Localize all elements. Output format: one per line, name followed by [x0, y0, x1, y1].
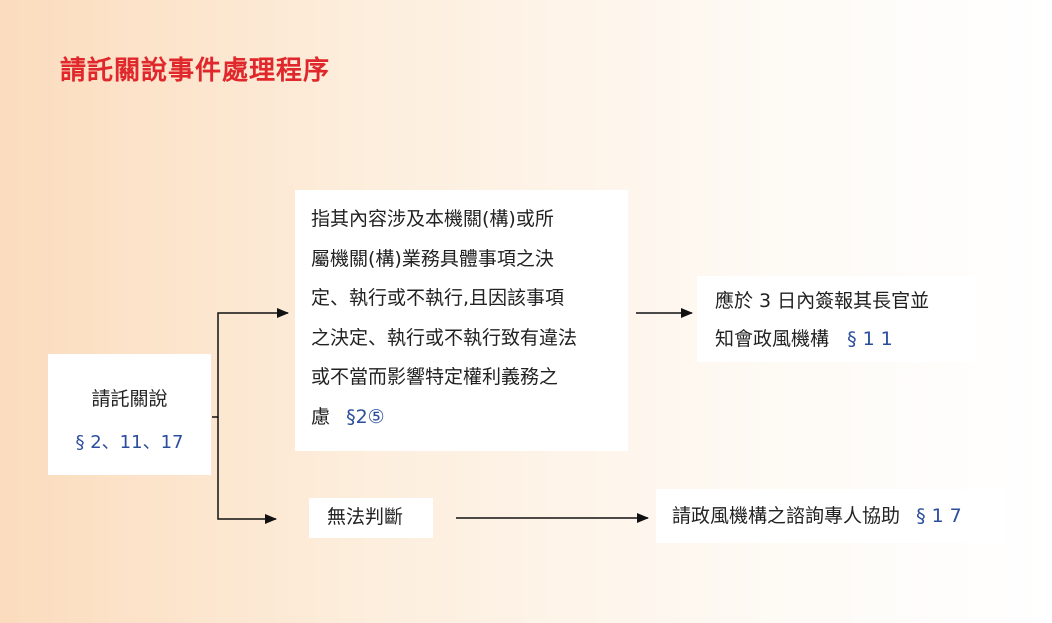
- connector-request-to-undecidable: [217, 417, 277, 524]
- definition-line-4: 之決定、執行或不執行致有違法: [311, 326, 578, 349]
- page-title: 請託關說事件處理程序: [60, 56, 331, 86]
- definition-line-2: 屬機關(構)業務具體事項之決: [311, 247, 554, 270]
- definition-reference: §2⑤: [346, 405, 385, 428]
- definition-line-1: 指其內容涉及本機關(構)或所: [311, 208, 554, 230]
- request-label: 請託關說: [91, 388, 168, 410]
- undecidable-label: 無法判斷: [327, 506, 404, 528]
- undecidable-box: 無法判斷: [309, 498, 433, 538]
- definition-box: 指其內容涉及本機關(構)或所 屬機關(構)業務具體事項之決 定、執行或不執行,且…: [295, 190, 628, 451]
- definition-line-5: 或不當而影響特定權利義務之: [311, 366, 559, 388]
- connector-request-to-definition: [212, 308, 289, 418]
- report-reference: §11: [847, 328, 899, 350]
- consult-reference: §17: [916, 505, 968, 527]
- report-line-1: 應於 3 日內簽報其長官並: [715, 290, 930, 312]
- definition-line-6: 慮 §2⑤: [311, 398, 628, 438]
- request-box: 請託關說 § 2、11、17: [48, 354, 211, 475]
- consult-text: 請政風機構之諮詢專人協助: [672, 505, 901, 527]
- report-line-2: 知會政風機構 §11: [715, 320, 975, 358]
- definition-line-3: 定、執行或不執行,且因該事項: [311, 287, 565, 309]
- report-box: 應於 3 日內簽報其長官並 知會政風機構 §11: [697, 276, 975, 362]
- report-line-2-text: 知會政風機構: [715, 328, 830, 350]
- consult-box: 請政風機構之諮詢專人協助 §17: [656, 489, 1006, 543]
- definition-last-line-text: 慮: [311, 405, 331, 428]
- request-reference: § 2、11、17: [75, 432, 184, 453]
